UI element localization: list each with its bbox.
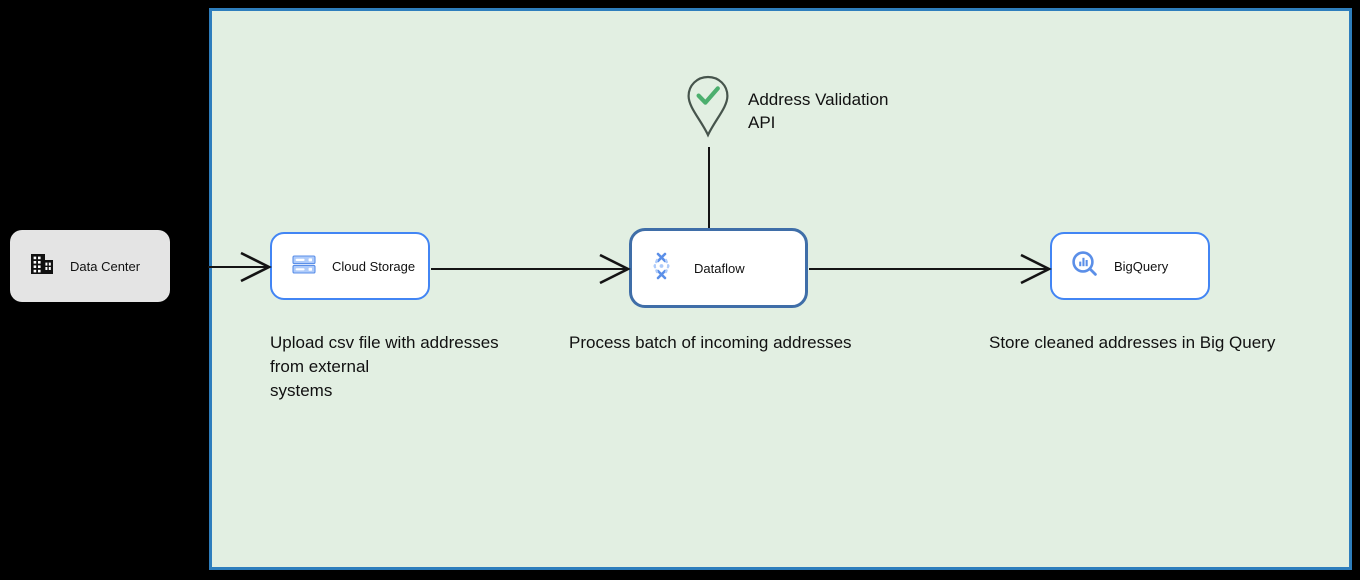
node-label-data-center: Data Center — [70, 258, 141, 274]
node-dataflow[interactable]: Dataflow — [629, 228, 808, 308]
caption-store: Store cleaned addresses in Big Query — [989, 333, 1276, 352]
caption-process: Process batch of incoming addresses — [569, 333, 852, 352]
bigquery-icon — [1070, 249, 1100, 284]
dataflow-icon — [650, 250, 680, 287]
node-label-bigquery: BigQuery — [1114, 258, 1169, 274]
data-center-icon — [28, 250, 56, 283]
node-label-dataflow: Dataflow — [694, 260, 745, 276]
node-cloud-storage[interactable]: Cloud Storage — [270, 232, 430, 300]
caption-upload: Upload csv file with addresses from exte… — [270, 333, 499, 400]
label-address-validation-api: Address Validation API — [748, 90, 889, 132]
node-bigquery[interactable]: BigQuery — [1050, 232, 1210, 300]
node-data-center[interactable]: Data Center — [10, 230, 170, 302]
map-pin-check-icon[interactable] — [684, 74, 732, 138]
node-label-cloud-storage: Cloud Storage — [332, 258, 416, 274]
cloud-storage-icon — [290, 250, 318, 283]
